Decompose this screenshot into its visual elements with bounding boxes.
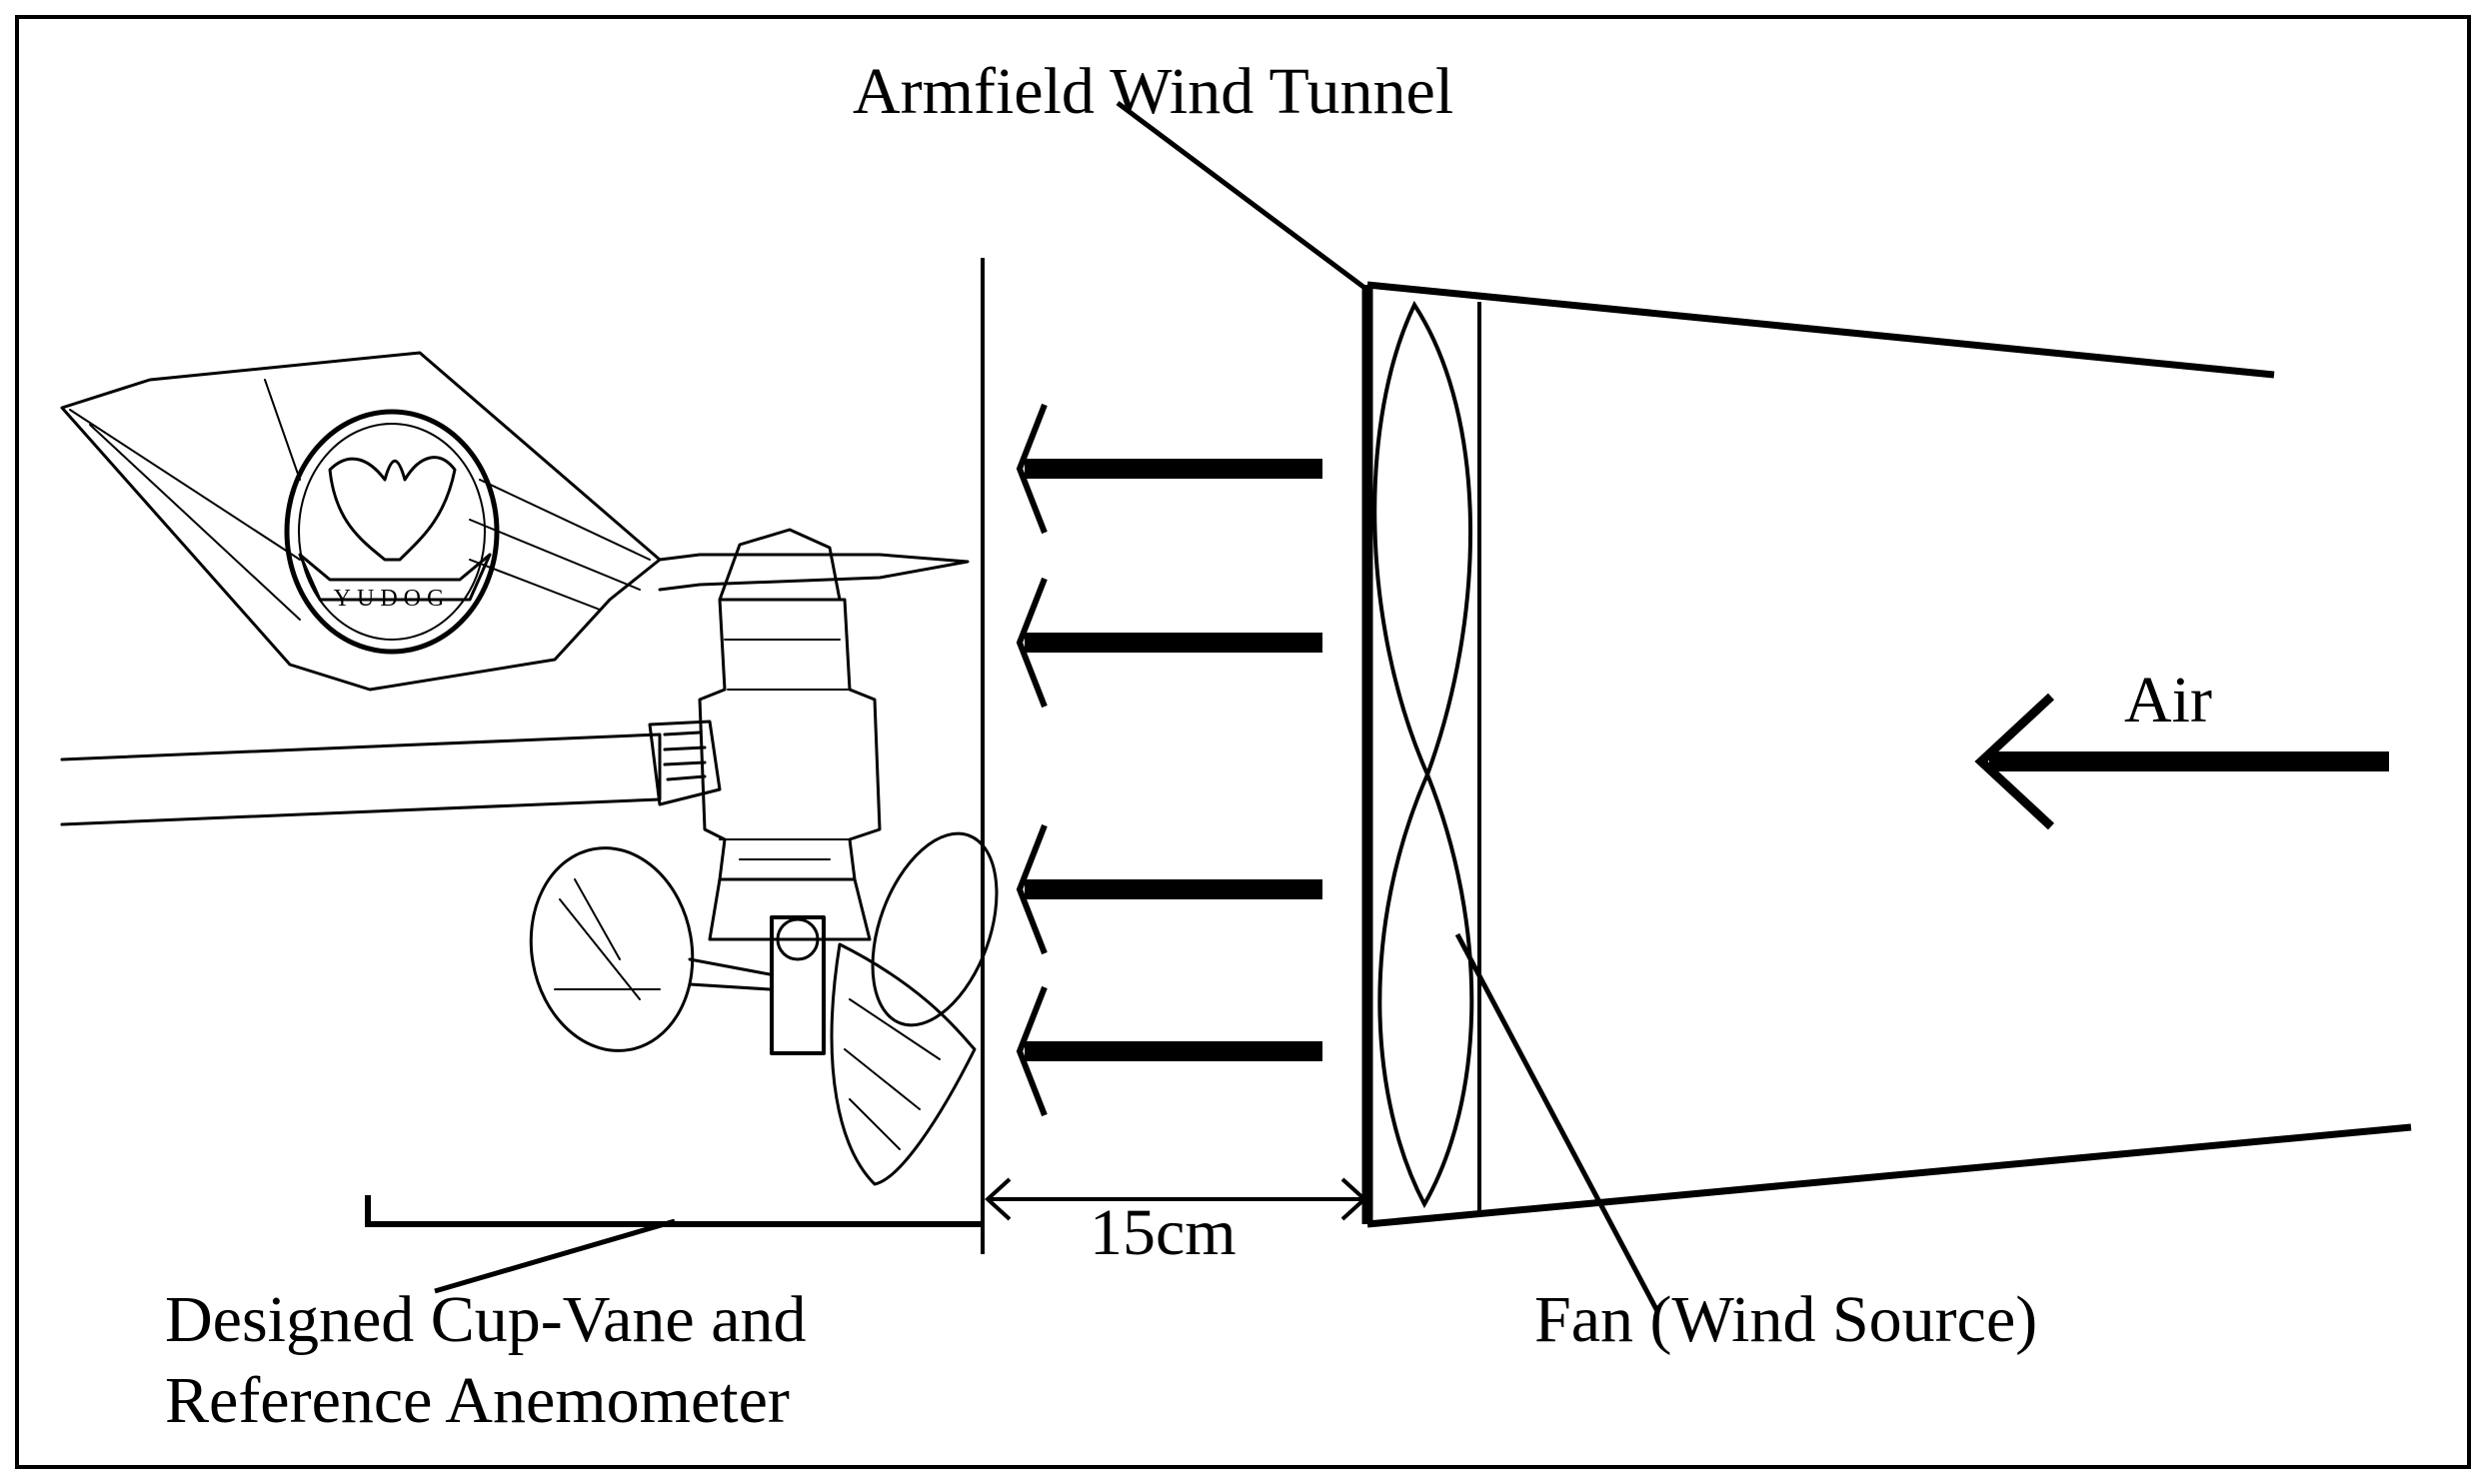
fan-label: Fan (Wind Source) bbox=[1534, 1283, 2037, 1356]
tunnel-top-wall bbox=[1366, 281, 2275, 379]
flow-arrow-1 bbox=[1016, 403, 1322, 535]
emblem-text: YUDOG bbox=[334, 586, 451, 612]
cup-vane-anemometer: YUDOG bbox=[60, 351, 999, 1186]
vane-tail-inner bbox=[69, 379, 651, 621]
fan-leader-line bbox=[1454, 932, 1660, 1313]
flow-arrow-2 bbox=[1016, 577, 1322, 709]
mounting-arm bbox=[60, 733, 662, 826]
cup-right-lower-shading bbox=[844, 998, 941, 1150]
vane-emblem-inner bbox=[298, 423, 486, 641]
emblem-bird-icon bbox=[328, 456, 457, 562]
cup-left bbox=[529, 846, 695, 1052]
device-label-line2: Reference Anemometer bbox=[165, 1364, 790, 1437]
flow-arrows bbox=[1016, 403, 1322, 1117]
air-label: Air bbox=[2124, 664, 2212, 737]
tunnel-bottom-wall bbox=[1366, 1123, 2412, 1228]
diagram-frame bbox=[15, 15, 2471, 1469]
flow-arrow-3 bbox=[1016, 823, 1322, 955]
reference-sensor-dial bbox=[776, 917, 820, 961]
fan-blade-lower bbox=[1377, 768, 1474, 1209]
wind-tunnel-label: Armfield Wind Tunnel bbox=[853, 55, 1453, 128]
distance-label: 15cm bbox=[1090, 1196, 1237, 1269]
tunnel-leader-line bbox=[1116, 100, 1369, 293]
anemometer-head bbox=[718, 528, 842, 602]
device-bracket bbox=[365, 1195, 983, 1227]
cup-hub bbox=[708, 877, 872, 941]
vane-pointer bbox=[658, 553, 970, 592]
emblem-ribbon bbox=[298, 553, 492, 602]
wind-tunnel bbox=[1361, 281, 2412, 1228]
device-label-line1: Designed Cup-Vane and bbox=[165, 1283, 807, 1356]
cup-right-lower bbox=[830, 942, 977, 1186]
cup-left-arm bbox=[688, 957, 772, 991]
vane-emblem bbox=[284, 409, 500, 655]
cup-left-shading bbox=[554, 878, 661, 1000]
fan-blade-upper bbox=[1372, 300, 1473, 780]
vane-tail bbox=[60, 351, 662, 692]
arm-clamp bbox=[648, 720, 722, 806]
body-detail bbox=[719, 639, 851, 860]
air-inflow-arrow bbox=[1974, 693, 2389, 830]
reference-sensor-box bbox=[770, 915, 826, 1055]
device-leader-line bbox=[434, 1218, 676, 1294]
anemometer-body bbox=[698, 598, 882, 881]
cup-right-upper bbox=[871, 831, 999, 1027]
flow-arrow-4 bbox=[1016, 985, 1322, 1117]
